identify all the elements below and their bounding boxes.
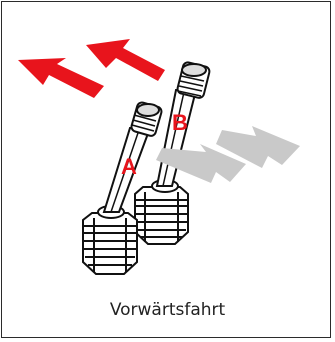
lever-b-label: B: [172, 110, 188, 135]
diagram-caption: Vorwärtsfahrt: [0, 300, 335, 320]
lever-a-label: A: [121, 154, 137, 179]
forward-arrow-icon: [18, 58, 104, 98]
forward-arrow-icon-2: [86, 39, 165, 81]
